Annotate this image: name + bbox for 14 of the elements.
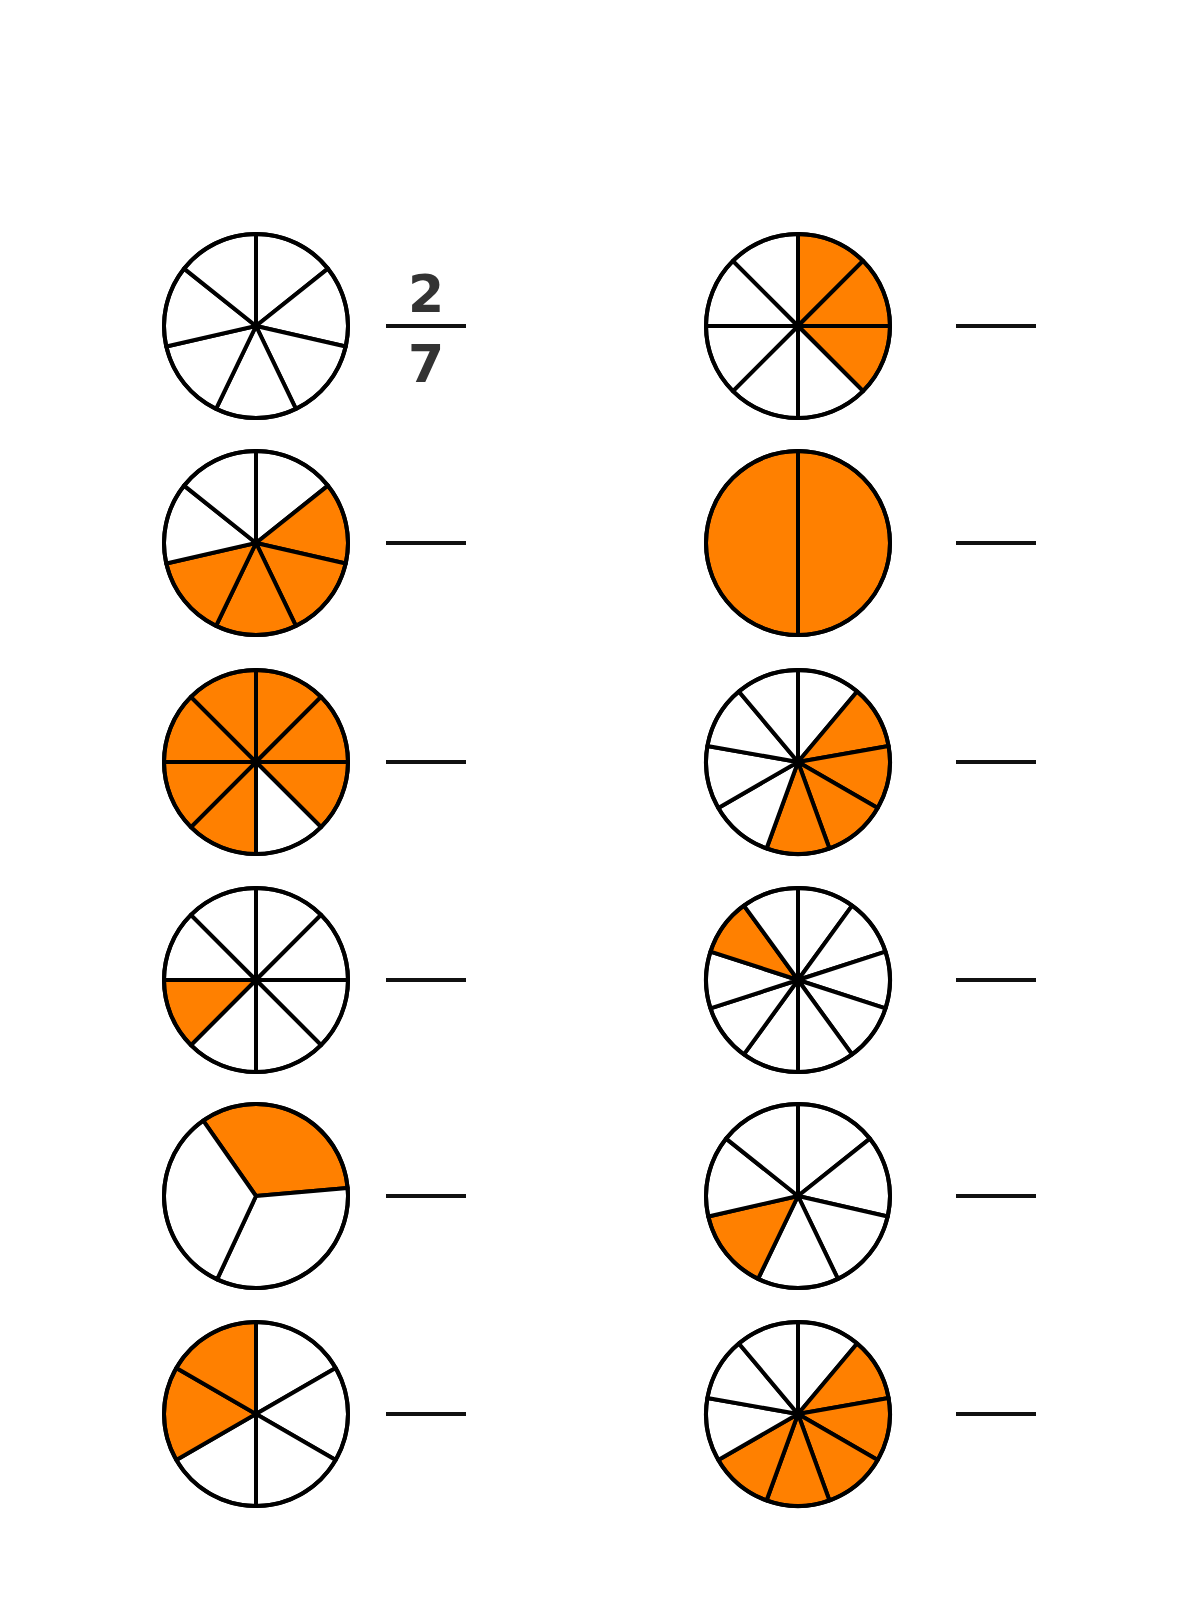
fraction-circle-drawing: [160, 1100, 352, 1292]
fraction-circle-drawing: [702, 1100, 894, 1292]
fraction-circle-drawing: [160, 447, 352, 639]
fraction-circle-drawing: [702, 230, 894, 422]
fraction-circle-drawing: [160, 666, 352, 858]
fraction-circle-drawing: [160, 884, 352, 1076]
fraction-circle-drawing: [702, 884, 894, 1076]
fraction-circle-drawing: [702, 447, 894, 639]
fraction-circle-drawing: [160, 230, 352, 422]
fraction-circle-drawing: [702, 1318, 894, 1510]
denominator: 7: [406, 338, 446, 390]
fraction-circle-drawing: [160, 1318, 352, 1510]
fraction-circle-drawing: [702, 666, 894, 858]
numerator: 2: [406, 268, 446, 320]
